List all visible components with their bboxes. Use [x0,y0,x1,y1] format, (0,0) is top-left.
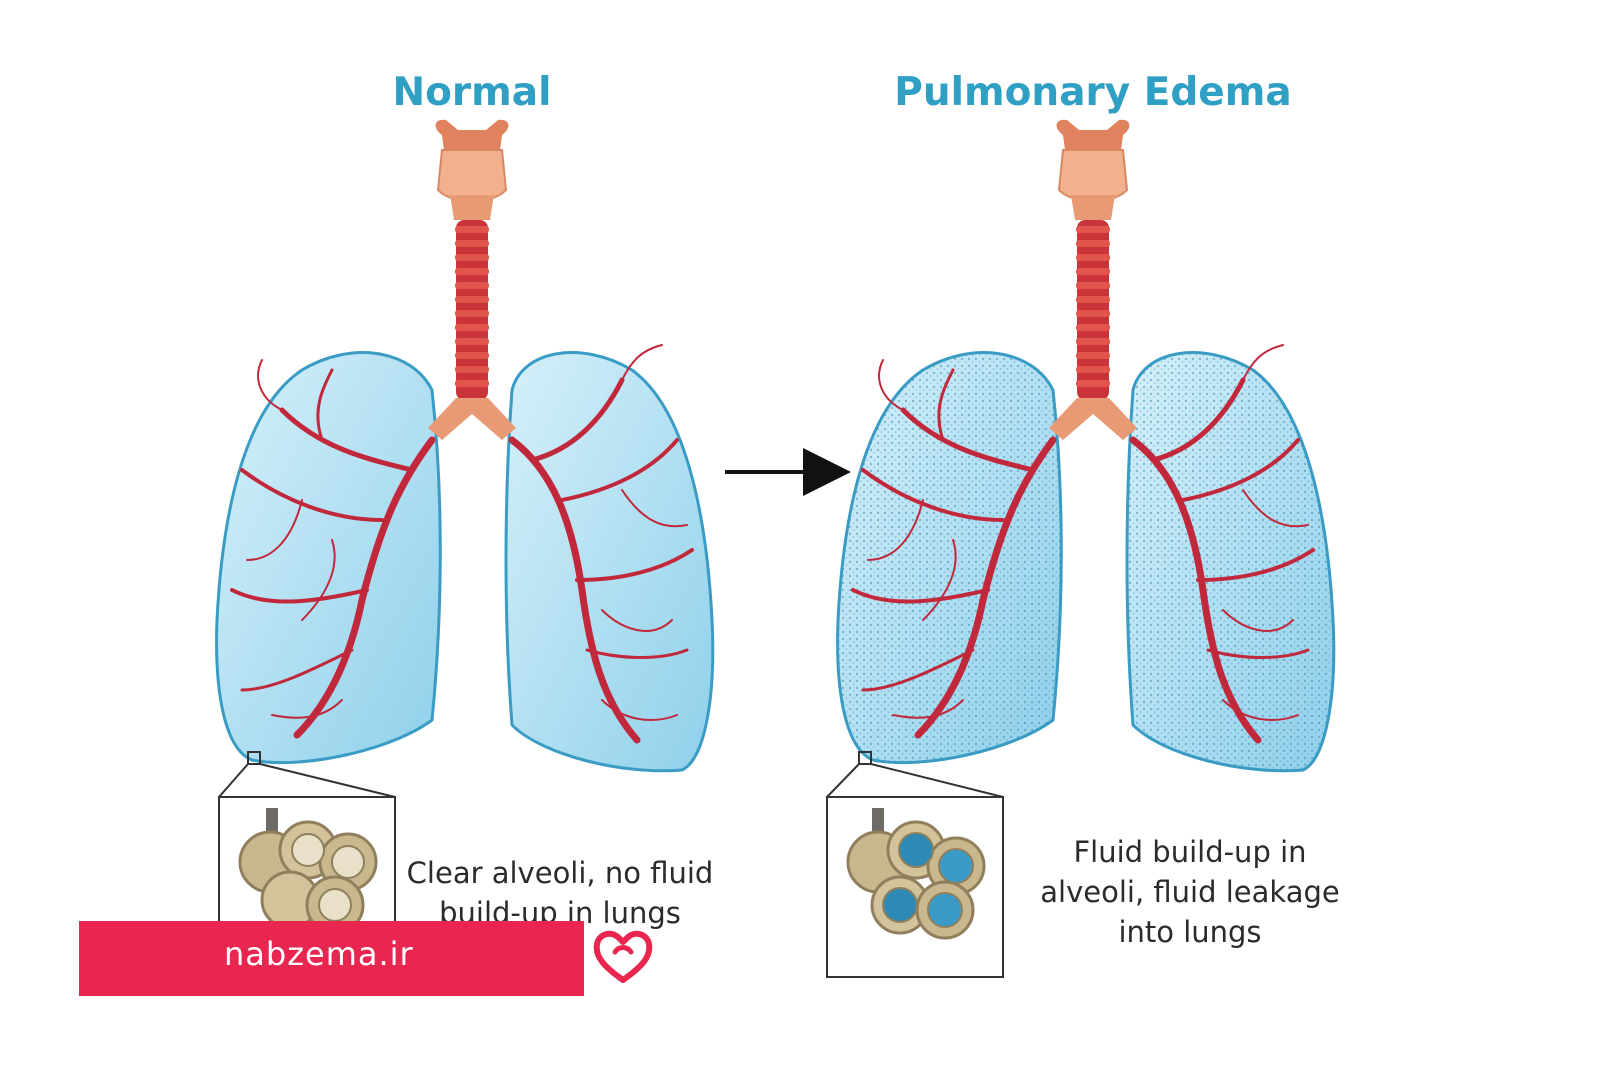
edema-right-fluid [1127,352,1334,771]
edema-left-fluid [837,352,1062,763]
edema-lungs [836,118,1336,773]
normal-left-lung [215,351,442,765]
fluid-filled-alveolus [898,832,934,868]
fluid-filled-alveolus [927,892,963,928]
watermark-text: nabzema.ir [224,935,414,973]
caption-edema: Fluid build-up in alveoli, fluid leakage… [1040,835,1340,949]
normal-lungs [215,118,715,773]
panel-title-normal: Normal [392,70,552,115]
watermark-banner[interactable]: nabzema.ir [79,921,584,996]
magnifier-inset-icon [247,751,261,765]
fluid-filled-alveolus [882,887,918,923]
panel-title-edema: Pulmonary Edema [894,70,1292,115]
normal-alveoli-cluster [238,808,378,935]
edema-trachea [1048,118,1138,441]
fluid-filled-alveolus [938,848,974,884]
heart-logo-icon [593,930,653,983]
normal-trachea [427,118,517,441]
edema-alveoli-cluster [846,808,986,940]
edema-zoom-inset [826,751,1004,978]
normal-right-lung [504,351,715,773]
